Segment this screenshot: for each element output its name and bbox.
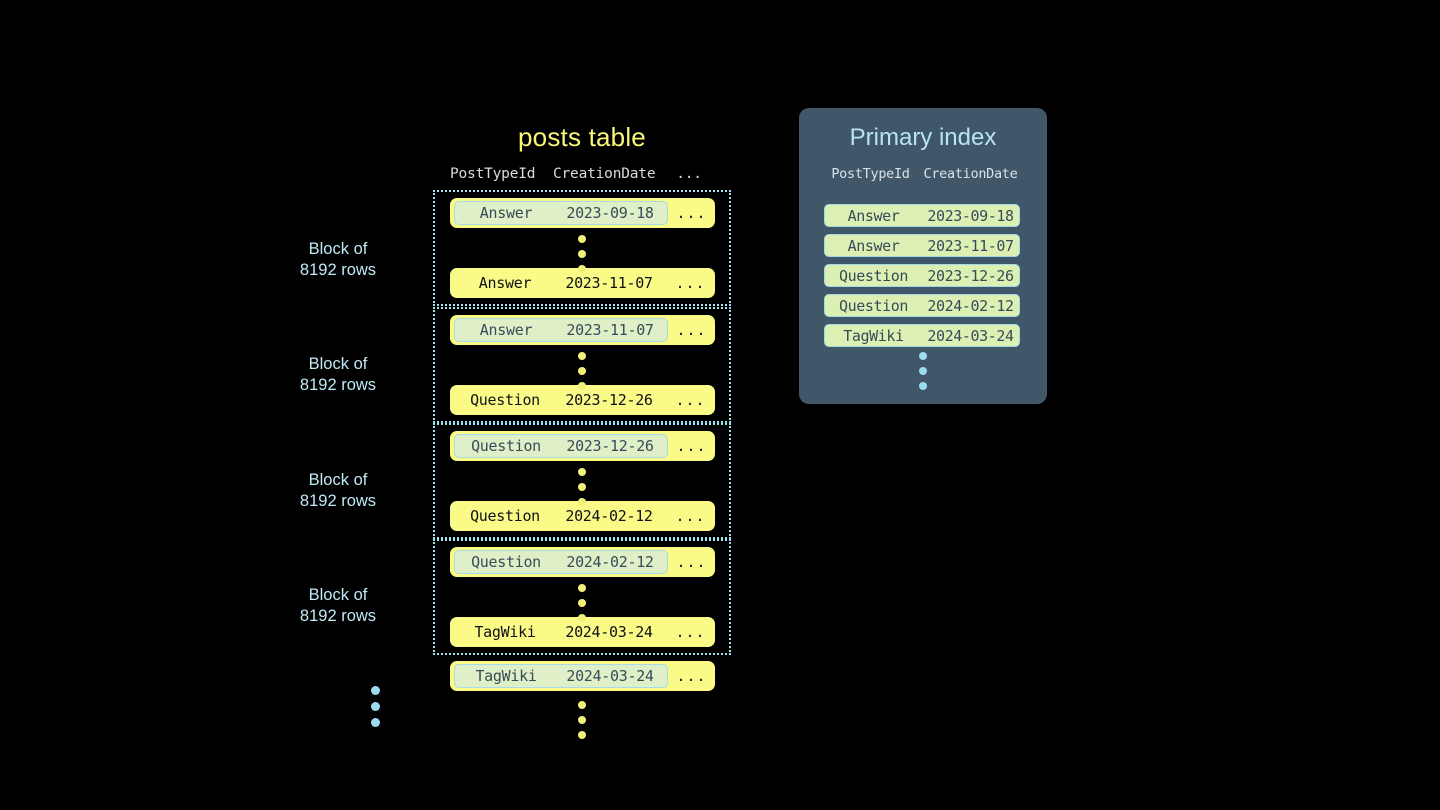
row-key-cells: Question 2023-12-26 [454, 434, 668, 458]
index-cell-creation-date: 2023-12-26 [927, 266, 1014, 285]
block-boundary [433, 539, 731, 655]
index-row[interactable]: Answer 2023-11-07 [824, 234, 1020, 257]
block-boundary [433, 190, 731, 306]
index-cell-creation-date: 2024-02-12 [927, 296, 1014, 315]
cell-post-type-id: TagWiki [475, 667, 537, 685]
block-label: Block of 8192 rows [258, 239, 418, 281]
cell-creation-date: 2024-02-12 [565, 507, 653, 525]
row-key-cells: Answer 2023-09-18 [454, 201, 668, 225]
table-row[interactable]: Answer 2023-11-07... [450, 268, 715, 298]
index-row[interactable]: TagWiki 2024-03-24 [824, 324, 1020, 347]
index-cell-post-type-id: Answer [847, 206, 900, 225]
rows-omitted-ellipsis-icon [577, 584, 587, 622]
block-label: Block of 8192 rows [258, 585, 418, 627]
row-key-cells: Answer 2023-11-07 [454, 318, 668, 342]
row-key-cells: Answer 2023-11-07 [454, 271, 666, 295]
cell-post-type-id: Question [471, 437, 541, 455]
row-key-cells: TagWiki 2024-03-24 [454, 664, 668, 688]
cell-creation-date: 2023-11-07 [565, 274, 653, 292]
table-row[interactable]: Answer 2023-11-07... [450, 315, 715, 345]
column-header-ellipsis: ... [676, 166, 702, 182]
block-label-line-2: 8192 rows [299, 261, 377, 279]
cell-post-type-id: Question [471, 553, 541, 571]
posts-table-title: posts table [518, 122, 646, 152]
rows-omitted-ellipsis-icon [577, 235, 587, 273]
row-key-cells: Question 2024-02-12 [454, 504, 666, 528]
cell-ellipsis: ... [675, 391, 706, 409]
index-cell-post-type-id: Answer [847, 236, 900, 255]
cell-ellipsis: ... [676, 321, 707, 339]
table-row[interactable]: TagWiki 2024-03-24 ... [450, 661, 715, 691]
cell-post-type-id: Answer [478, 274, 532, 292]
block-label-line-2: 8192 rows [299, 607, 377, 625]
primary-index-title: Primary index [849, 124, 997, 151]
index-continues-ellipsis-icon [918, 352, 928, 390]
table-row[interactable]: Question 2024-02-12... [450, 547, 715, 577]
row-key-cells: Question 2024-02-12 [454, 550, 668, 574]
row-key-cells: TagWiki 2024-03-24 [454, 620, 666, 644]
index-column-header-creation-date: CreationDate [923, 166, 1018, 182]
cell-ellipsis: ... [676, 553, 707, 571]
cell-post-type-id: TagWiki [474, 623, 536, 641]
table-row[interactable]: Question 2023-12-26... [450, 431, 715, 461]
block-boundary [433, 307, 731, 423]
cell-creation-date: 2023-12-26 [565, 391, 653, 409]
rows-omitted-ellipsis-icon [577, 352, 587, 390]
block-label-line-1: Block of [308, 471, 368, 489]
index-row[interactable]: Answer 2023-09-18 [824, 204, 1020, 227]
table-row[interactable]: Question 2023-12-26... [450, 385, 715, 415]
primary-index-panel: Primary index PostTypeId CreationDate An… [799, 108, 1047, 404]
posts-table-column-headers: PostTypeId CreationDate ... [450, 166, 715, 182]
table-row[interactable]: Answer 2023-09-18... [450, 198, 715, 228]
cell-ellipsis: ... [675, 507, 706, 525]
cell-creation-date: 2023-09-18 [566, 204, 654, 222]
column-header-creation-date: CreationDate [553, 166, 656, 182]
block-boundary [433, 423, 731, 539]
table-row[interactable]: TagWiki 2024-03-24... [450, 617, 715, 647]
index-row[interactable]: Question 2023-12-26 [824, 264, 1020, 287]
index-cell-post-type-id: Question [838, 296, 909, 315]
table-continues-ellipsis-icon [577, 701, 587, 739]
cell-post-type-id: Answer [479, 204, 533, 222]
cell-post-type-id: Question [470, 391, 540, 409]
block-label: Block of 8192 rows [258, 354, 418, 396]
cell-creation-date: 2024-03-24 [566, 667, 654, 685]
cell-post-type-id: Question [470, 507, 540, 525]
cell-ellipsis: ... [676, 667, 707, 685]
index-cell-creation-date: 2023-11-07 [927, 236, 1014, 255]
block-label: Block of 8192 rows [258, 470, 418, 512]
cell-creation-date: 2023-11-07 [566, 321, 654, 339]
cell-ellipsis: ... [675, 274, 706, 292]
primary-index-column-headers: PostTypeId CreationDate [823, 166, 1023, 182]
index-cell-creation-date: 2023-09-18 [927, 206, 1014, 225]
table-row[interactable]: Question 2024-02-12... [450, 501, 715, 531]
block-label-line-2: 8192 rows [299, 376, 377, 394]
index-cell-post-type-id: Question [838, 266, 909, 285]
cell-creation-date: 2024-02-12 [566, 553, 654, 571]
block-label-line-1: Block of [308, 355, 368, 373]
index-cell-post-type-id: TagWiki [843, 326, 904, 345]
cell-creation-date: 2023-12-26 [566, 437, 654, 455]
index-row[interactable]: Question 2024-02-12 [824, 294, 1020, 317]
cell-ellipsis: ... [675, 623, 706, 641]
cell-post-type-id: Answer [479, 321, 533, 339]
index-column-header-post-type-id: PostTypeId [831, 166, 910, 182]
cell-ellipsis: ... [676, 437, 707, 455]
rows-omitted-ellipsis-icon [577, 468, 587, 506]
cell-creation-date: 2024-03-24 [565, 623, 653, 641]
column-header-post-type-id: PostTypeId [450, 166, 536, 182]
row-key-cells: Question 2023-12-26 [454, 388, 666, 412]
cell-ellipsis: ... [676, 204, 707, 222]
index-cell-creation-date: 2024-03-24 [927, 326, 1014, 345]
block-label-line-2: 8192 rows [299, 492, 377, 510]
block-label-line-1: Block of [308, 240, 368, 258]
more-blocks-ellipsis-icon [370, 686, 381, 727]
block-label-line-1: Block of [308, 586, 368, 604]
